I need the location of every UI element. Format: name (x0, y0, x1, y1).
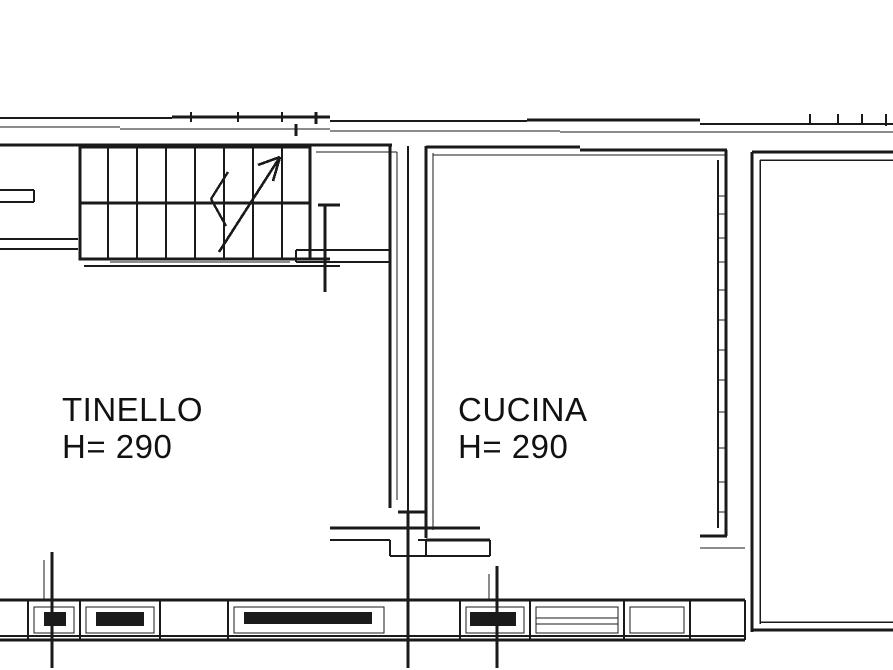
room-cucina-walls (424, 145, 728, 538)
bottom-vertical-walls (43, 552, 499, 668)
room-right-walls (750, 150, 893, 632)
wall-stub-near-stairs (294, 203, 390, 292)
left-edge-details (0, 188, 78, 251)
bottom-wall-band (0, 598, 747, 642)
room-tinello-walls (0, 143, 398, 508)
room-height-cucina: H= 290 (458, 427, 569, 465)
staircase (78, 145, 340, 268)
lower-centre-connectors (426, 538, 745, 557)
room-name-tinello: TINELLO (62, 391, 204, 428)
room-name-cucina: CUCINA (458, 391, 588, 428)
room-label-tinello: TINELLO H= 290 (62, 391, 204, 466)
room-label-cucina: CUCINA H= 290 (458, 391, 588, 466)
room-height-tinello: H= 290 (62, 427, 173, 465)
plan-geometry (0, 112, 893, 668)
top-outer-boundary (0, 112, 893, 136)
